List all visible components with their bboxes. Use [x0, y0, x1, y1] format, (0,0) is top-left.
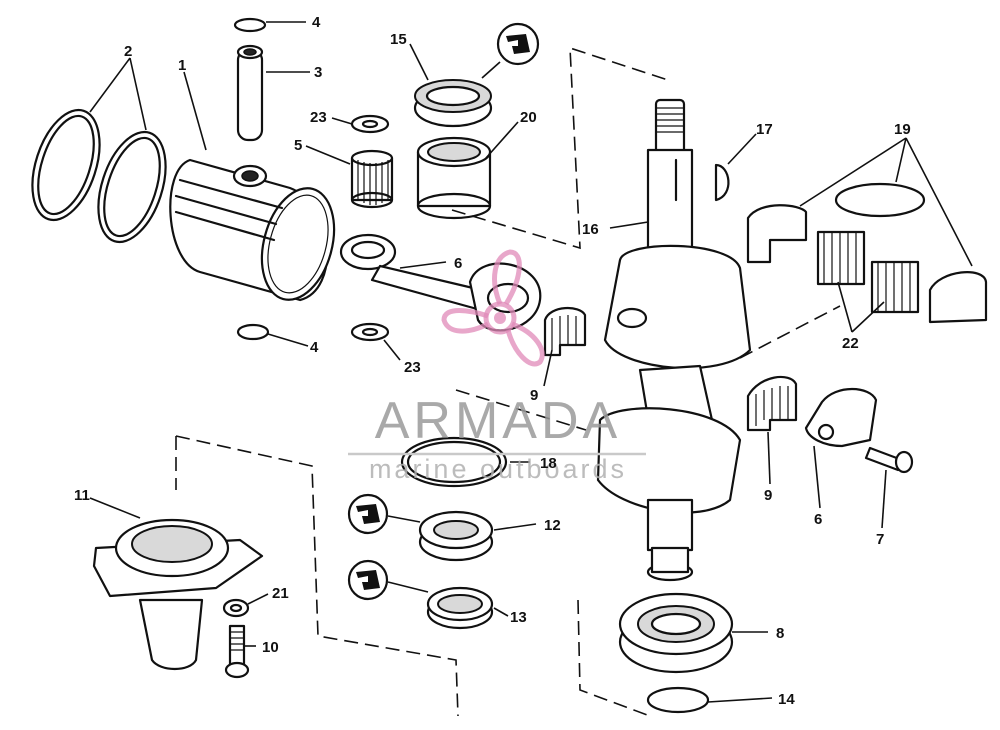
callout-11: 11: [74, 487, 90, 504]
callout-10: 10: [262, 639, 279, 656]
callout-7: 7: [876, 531, 884, 548]
seal-13: [426, 586, 494, 630]
sealant-tube-icon: [347, 493, 389, 535]
sealant-tube-icon: [496, 22, 540, 66]
watermark-title: ARMADA: [375, 392, 621, 450]
callout-14: 14: [778, 691, 795, 708]
o-ring: [400, 436, 508, 488]
upper-roller-bearing: [416, 136, 492, 220]
rod-needle-bearing-lower: [746, 376, 798, 432]
washer-top: [350, 114, 390, 134]
propeller-logo-icon: [441, 249, 545, 367]
pin-retainer-top: [233, 17, 267, 33]
leader-lines: [89, 21, 973, 703]
upper-seal: [413, 79, 493, 128]
main-bearing-race-right: [928, 271, 988, 324]
callout-23-bottom: 23: [404, 359, 421, 376]
callouts: 2 1 3 4 4 5 23 23 15 20 6 9 16 17 19 22 …: [74, 14, 911, 708]
watermark-subtitle: marine outboards: [369, 454, 627, 484]
callout-13: 13: [510, 609, 527, 626]
callout-1: 1: [178, 57, 186, 74]
callout-19: 19: [894, 121, 911, 138]
watermark: ARMADA marine outboards: [348, 249, 646, 484]
assembly-guides: [175, 46, 841, 717]
callout-22: 22: [842, 335, 859, 352]
rod-needle-bearing-upper: [543, 307, 587, 357]
piston: [169, 158, 336, 302]
callout-2: 2: [124, 43, 132, 60]
housing-screw: [224, 624, 250, 679]
callout-6-rod: 6: [454, 255, 462, 272]
main-bearing-rollers: [816, 230, 920, 314]
callout-15: 15: [390, 31, 407, 48]
callout-5: 5: [294, 137, 302, 154]
sealant-tube-icon: [347, 559, 389, 601]
main-bearing-retaining-ring: [834, 182, 926, 218]
callout-12: 12: [544, 517, 561, 534]
callout-9-rod: 9: [530, 387, 538, 404]
connecting-rod: [339, 233, 542, 332]
housing-washer: [222, 598, 250, 618]
main-bearing-race-left: [746, 204, 808, 264]
lower-ball-bearing: [618, 592, 734, 674]
callout-6-cap: 6: [814, 511, 822, 528]
callout-16: 16: [582, 221, 599, 238]
callout-23-top: 23: [310, 109, 327, 126]
callout-8: 8: [776, 625, 784, 642]
callout-4-bottom: 4: [310, 339, 319, 356]
pin-retainer-bottom: [236, 323, 270, 341]
connecting-rod-cap: [804, 388, 878, 448]
rod-cap-screw: [864, 446, 914, 474]
callout-4-top: 4: [312, 14, 321, 31]
callout-3: 3: [314, 64, 322, 81]
piston-rings: [31, 108, 167, 244]
woodruff-key: [714, 163, 730, 202]
piston-pin: [236, 44, 264, 142]
lower-bearing-housing: [92, 518, 264, 671]
callout-20: 20: [520, 109, 537, 126]
wrist-pin-needle-bearing: [350, 149, 394, 209]
callout-18: 18: [540, 455, 557, 472]
crankshaft: [596, 98, 752, 582]
callout-17: 17: [756, 121, 773, 138]
seal-12: [418, 510, 494, 562]
callout-21: 21: [272, 585, 289, 602]
washer-bottom: [350, 322, 390, 342]
lower-retaining-ring: [646, 686, 710, 714]
callout-9-cap: 9: [764, 487, 772, 504]
